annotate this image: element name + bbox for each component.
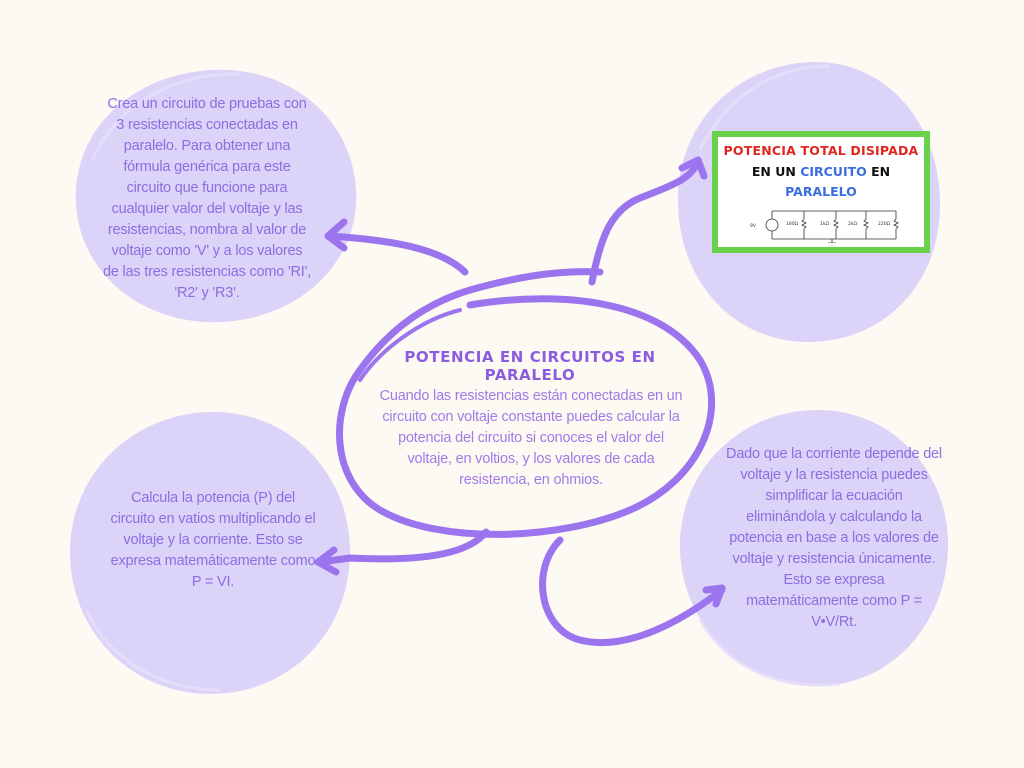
connector-bottom-right: [539, 536, 726, 647]
circuit-diagram-icon: 9V 180Ω 1kΩ 2kΩ 220Ω: [750, 210, 899, 243]
center-text: Cuando las resistencias están conectadas…: [379, 388, 683, 488]
circuit-label-1: 9V: [750, 223, 757, 229]
bubble-bottom-left: [70, 411, 350, 694]
card-line-2a: EN UN: [751, 164, 801, 179]
center-title: POTENCIA EN CIRCUITOS EN PARALELO: [404, 348, 656, 384]
bubble-top-left: [75, 69, 357, 323]
circuit-label-2: 180Ω: [786, 221, 799, 227]
connector-top-left: [326, 232, 469, 276]
card-line-3: PARALELO: [785, 184, 857, 199]
center-oval: [336, 268, 716, 538]
bubble-brush-edges: [84, 64, 841, 692]
bubble-bottom-left-text: Calcula la potencia (P) del circuito en …: [110, 490, 316, 590]
bubble-bottom-right: [680, 410, 949, 686]
card-line-2c: EN: [866, 164, 891, 179]
bubble-top-left-text: Crea un circuito de pruebas con 3 resist…: [102, 96, 312, 301]
infographic-card: POTENCIA TOTAL DISIPADA EN UN CIRCUITO E…: [712, 131, 930, 253]
circuit-label-4: 2kΩ: [848, 221, 857, 227]
arrowhead-bottom-left: [314, 546, 340, 576]
arrowhead-bottom-right: [702, 584, 726, 608]
connectors: [314, 156, 726, 647]
card-line-1: POTENCIA TOTAL DISIPADA: [723, 143, 919, 158]
connector-bottom-left: [316, 528, 490, 566]
circuit-label-3: 1kΩ: [820, 221, 829, 227]
card-line-2b: CIRCUITO: [800, 164, 867, 179]
arrowhead-top-right: [678, 156, 708, 180]
card-line-2: EN UN CIRCUITO EN: [718, 164, 924, 179]
connector-top-right: [588, 158, 702, 286]
infographic-card-inner: POTENCIA TOTAL DISIPADA EN UN CIRCUITO E…: [718, 137, 924, 247]
bubble-bottom-right-text: Dado que la corriente depende del voltaj…: [726, 446, 942, 630]
circuit-label-5: 220Ω: [878, 221, 891, 227]
arrowhead-top-left: [324, 218, 348, 252]
